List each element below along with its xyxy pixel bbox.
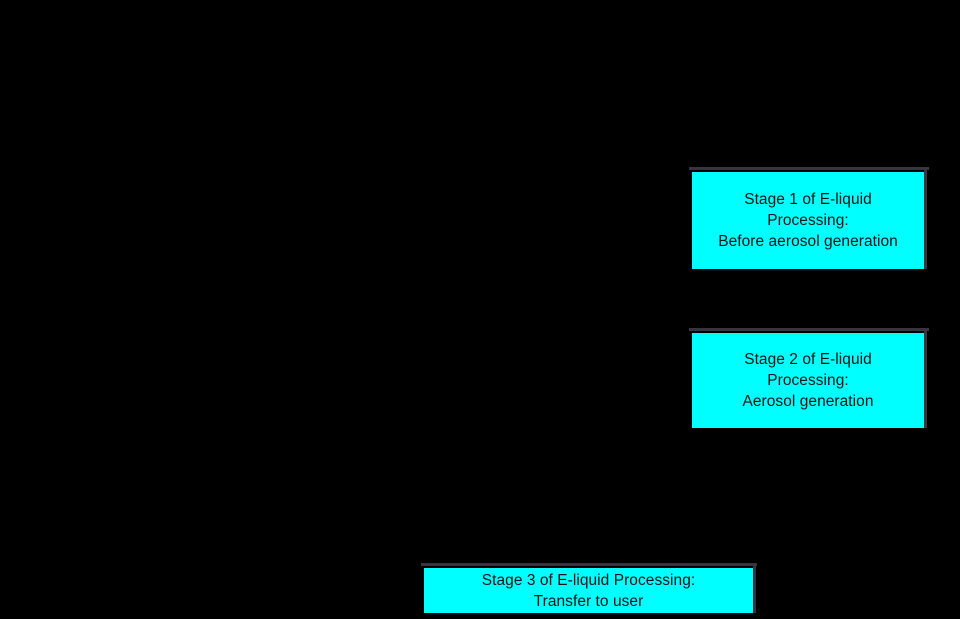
stage-1-bevel-right [924,167,927,269]
diagram-node-stage-1[interactable]: Stage 1 of E-liquid Processing: Before a… [692,172,924,269]
diagram-node-stage-2[interactable]: Stage 2 of E-liquid Processing: Aerosol … [692,333,924,428]
stage-2-bevel-top [689,328,929,331]
diagram-node-stage-3[interactable]: Stage 3 of E-liquid Processing: Transfer… [424,568,753,613]
stage-3-bevel-top [421,563,757,566]
stage-1-bevel-top [689,167,929,170]
stage-2-label: Stage 2 of E-liquid Processing: Aerosol … [742,351,874,410]
stage-2-bevel-right [924,328,927,428]
stage-3-bevel-right [753,563,756,613]
stage-1-label: Stage 1 of E-liquid Processing: Before a… [718,191,898,250]
stage-3-label: Stage 3 of E-liquid Processing: Transfer… [481,571,696,610]
